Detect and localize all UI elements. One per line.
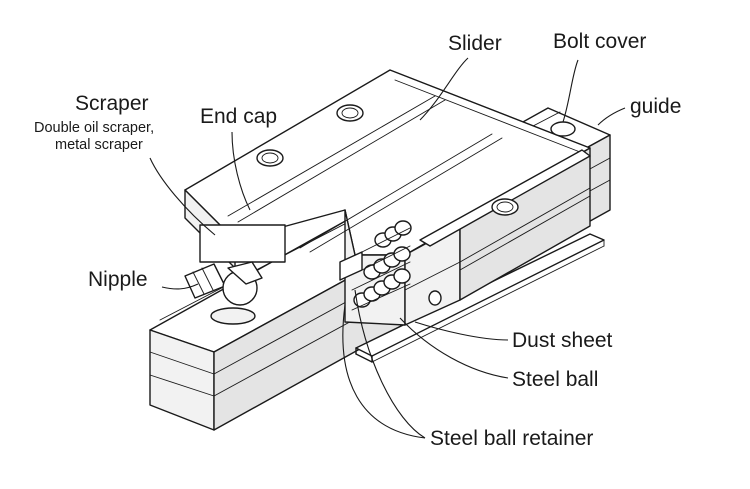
label-scraper: Scraper [75, 92, 149, 115]
bolt-holes [256, 104, 519, 306]
grease-nipple [184, 261, 263, 325]
leader-dust-sheet [414, 321, 509, 341]
label-end-cap: End cap [200, 105, 277, 128]
leader-scraper [149, 157, 216, 236]
leader-retainer-1 [342, 304, 426, 439]
leader-slider [419, 57, 469, 121]
label-nipple: Nipple [88, 268, 148, 291]
label-slider: Slider [448, 32, 502, 55]
leader-retainer-2 [354, 289, 426, 439]
leader-bolt-cover [562, 59, 579, 123]
label-dust-sheet: Dust sheet [512, 329, 613, 352]
leader-end-cap [231, 131, 251, 211]
leader-steel-ball [399, 317, 509, 379]
slider-block [184, 69, 591, 326]
steel-ball-retainer [339, 227, 411, 311]
label-guide: guide [630, 95, 681, 118]
label-bolt-cover: Bolt cover [553, 30, 646, 53]
label-scraper-note-2: metal scraper [55, 137, 143, 153]
leader-guide [597, 107, 626, 126]
dust-sheet [355, 233, 605, 363]
label-scraper-note-1: Double oil scraper, [34, 120, 154, 136]
bolt-cover [550, 121, 576, 137]
leader-nipple [161, 283, 199, 290]
label-steel-ball: Steel ball [512, 368, 598, 391]
leader-lines [149, 57, 626, 439]
label-steel-ball-retainer: Steel ball retainer [430, 427, 593, 450]
